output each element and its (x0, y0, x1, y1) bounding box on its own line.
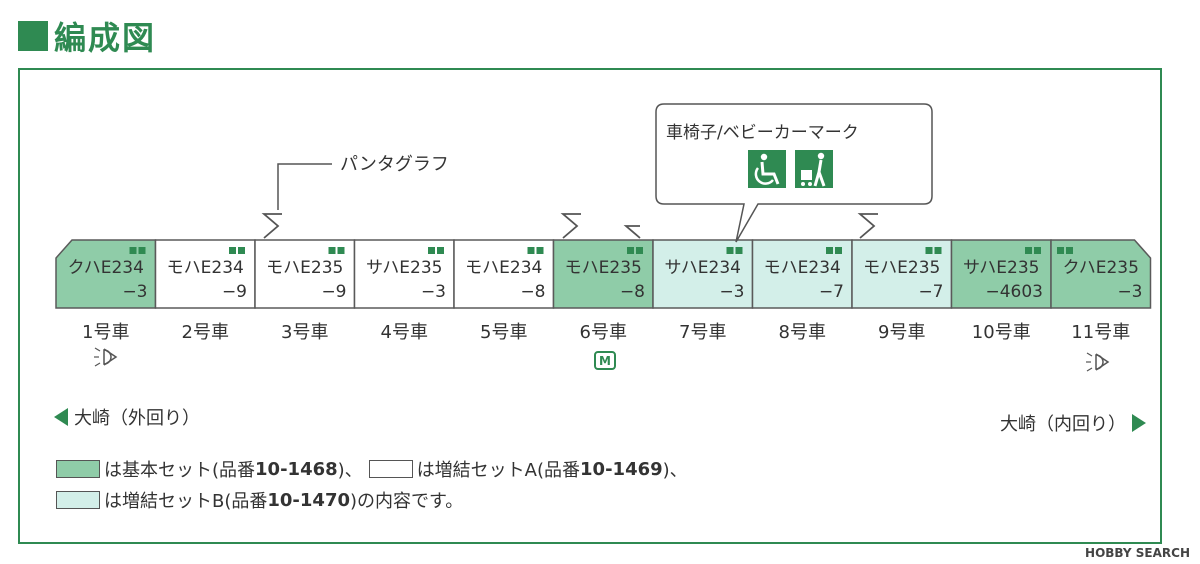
pantograph-label: パンタグラフ (340, 154, 449, 175)
svg-text:M: M (599, 354, 611, 368)
legend-line-1: は基本セット(品番 10-1468 )、 は増結セットA(品番 10-1469 … (56, 456, 688, 482)
pantograph-leader-line (277, 163, 332, 210)
car-number-suffix: −8 (520, 282, 546, 302)
pantograph-icon (623, 225, 641, 239)
pantograph-icon (261, 213, 282, 239)
diagram-frame (18, 68, 1162, 544)
car-window-mark (1066, 247, 1073, 254)
page-title: 編成図 (18, 14, 156, 58)
legend-code-basic: 10-1468 (255, 458, 338, 480)
car-position-label: 10号車 (971, 322, 1031, 343)
car-position-label: 11号車 (1071, 322, 1131, 343)
car-window-mark (1025, 247, 1032, 254)
car-window-mark (735, 247, 743, 254)
car-number-suffix: −3 (1117, 282, 1143, 302)
car-window-mark (925, 247, 933, 254)
legend-text-set-a: は増結セットA(品番 (416, 460, 581, 481)
watermark: HOBBY SEARCH (1085, 546, 1190, 560)
car-window-mark (636, 247, 643, 254)
car-body (55, 239, 157, 309)
car-position-label: 2号車 (181, 322, 229, 343)
car-number-suffix: −3 (719, 282, 745, 302)
car-model-name: モハE235 (863, 258, 941, 278)
car-number-suffix: −7 (918, 282, 944, 302)
direction-left: 大崎（外回り） (54, 404, 200, 430)
headlight-icon-front (94, 347, 118, 367)
car-model-name: モハE234 (166, 258, 244, 278)
legend-sep-2: )、 (662, 460, 688, 481)
car-position-label: 7号車 (679, 322, 727, 343)
car-position-label: 8号車 (778, 322, 826, 343)
car-model-name: サハE235 (365, 258, 443, 278)
car-model-name: サハE235 (962, 258, 1040, 278)
legend-text-basic: は基本セット(品番 (104, 460, 256, 481)
legend-swatch-set-b (56, 491, 100, 509)
direction-right-label: 大崎（内回り） (1000, 414, 1126, 435)
car-window-mark (129, 247, 137, 254)
car-number-suffix: −4603 (985, 282, 1043, 302)
car-position-label: 6号車 (579, 322, 627, 343)
legend-code-set-b: 10-1470 (267, 489, 350, 511)
headlight-icon-rear (1086, 352, 1110, 372)
arrow-left-icon (54, 408, 68, 426)
wheelchair-icon (748, 150, 786, 188)
car-window-mark (229, 247, 236, 254)
car-number-suffix: −8 (619, 282, 645, 302)
car-model-name: モハE234 (465, 258, 543, 278)
title-text: 編成図 (54, 19, 157, 57)
car-model-name: サハE234 (664, 258, 741, 278)
car-position-label: 5号車 (480, 322, 528, 343)
car-window-mark (527, 247, 535, 254)
car-number-suffix: −3 (420, 282, 446, 302)
pantograph-icon (857, 213, 878, 239)
car-model-name: モハE234 (763, 258, 841, 278)
car-position-label: 9号車 (878, 322, 926, 343)
callout-label: 車椅子/ベビーカーマーク (666, 123, 859, 143)
car-model-name: モハE235 (266, 258, 344, 278)
car-window-mark (835, 247, 842, 254)
car-number-suffix: −9 (221, 282, 247, 302)
legend-tail: )の内容です。 (350, 491, 464, 512)
car-window-mark (138, 247, 146, 254)
car-number-suffix: −9 (321, 282, 347, 302)
title-square (18, 21, 48, 51)
car-window-mark (1034, 247, 1041, 254)
pantograph-icon (560, 213, 581, 239)
legend-line-2: は増結セットB(品番 10-1470 )の内容です。 (56, 487, 463, 513)
car-model-name: クハE234 (67, 258, 144, 278)
car-window-mark (826, 247, 833, 254)
car-window-mark (934, 247, 942, 254)
stroller-icon (795, 150, 833, 188)
car-window-mark (238, 247, 245, 254)
car-model-name: クハE235 (1062, 258, 1139, 278)
car-window-mark (437, 247, 444, 254)
callout-bubble (655, 103, 933, 243)
legend-swatch-set-a (368, 460, 413, 478)
direction-left-label: 大崎（外回り） (74, 408, 200, 429)
car-model-name: モハE235 (564, 258, 642, 278)
car-window-mark (627, 247, 634, 254)
car-body (1050, 239, 1152, 309)
legend-text-set-b: は増結セットB(品番 (104, 491, 268, 512)
car-window-mark (536, 247, 544, 254)
car-number-suffix: −7 (818, 282, 844, 302)
direction-right: 大崎（内回り） (1000, 410, 1146, 436)
car-window-mark (337, 247, 345, 254)
car-body (453, 239, 555, 309)
car-window-mark (1057, 247, 1064, 254)
car-position-label: 1号車 (82, 322, 130, 343)
car-window-mark (328, 247, 336, 254)
car-window-mark (428, 247, 435, 254)
motor-mark-icon: M (594, 351, 616, 370)
arrow-right-icon (1132, 414, 1146, 432)
car-position-label: 4号車 (380, 322, 428, 343)
car-number-suffix: −3 (122, 282, 148, 302)
car-position-label: 3号車 (281, 322, 329, 343)
legend-code-set-a: 10-1469 (580, 458, 663, 480)
legend-sep-1: )、 (337, 460, 363, 481)
legend-swatch-basic (56, 460, 100, 478)
car-bodies (55, 239, 1152, 309)
car-window-mark (726, 247, 734, 254)
